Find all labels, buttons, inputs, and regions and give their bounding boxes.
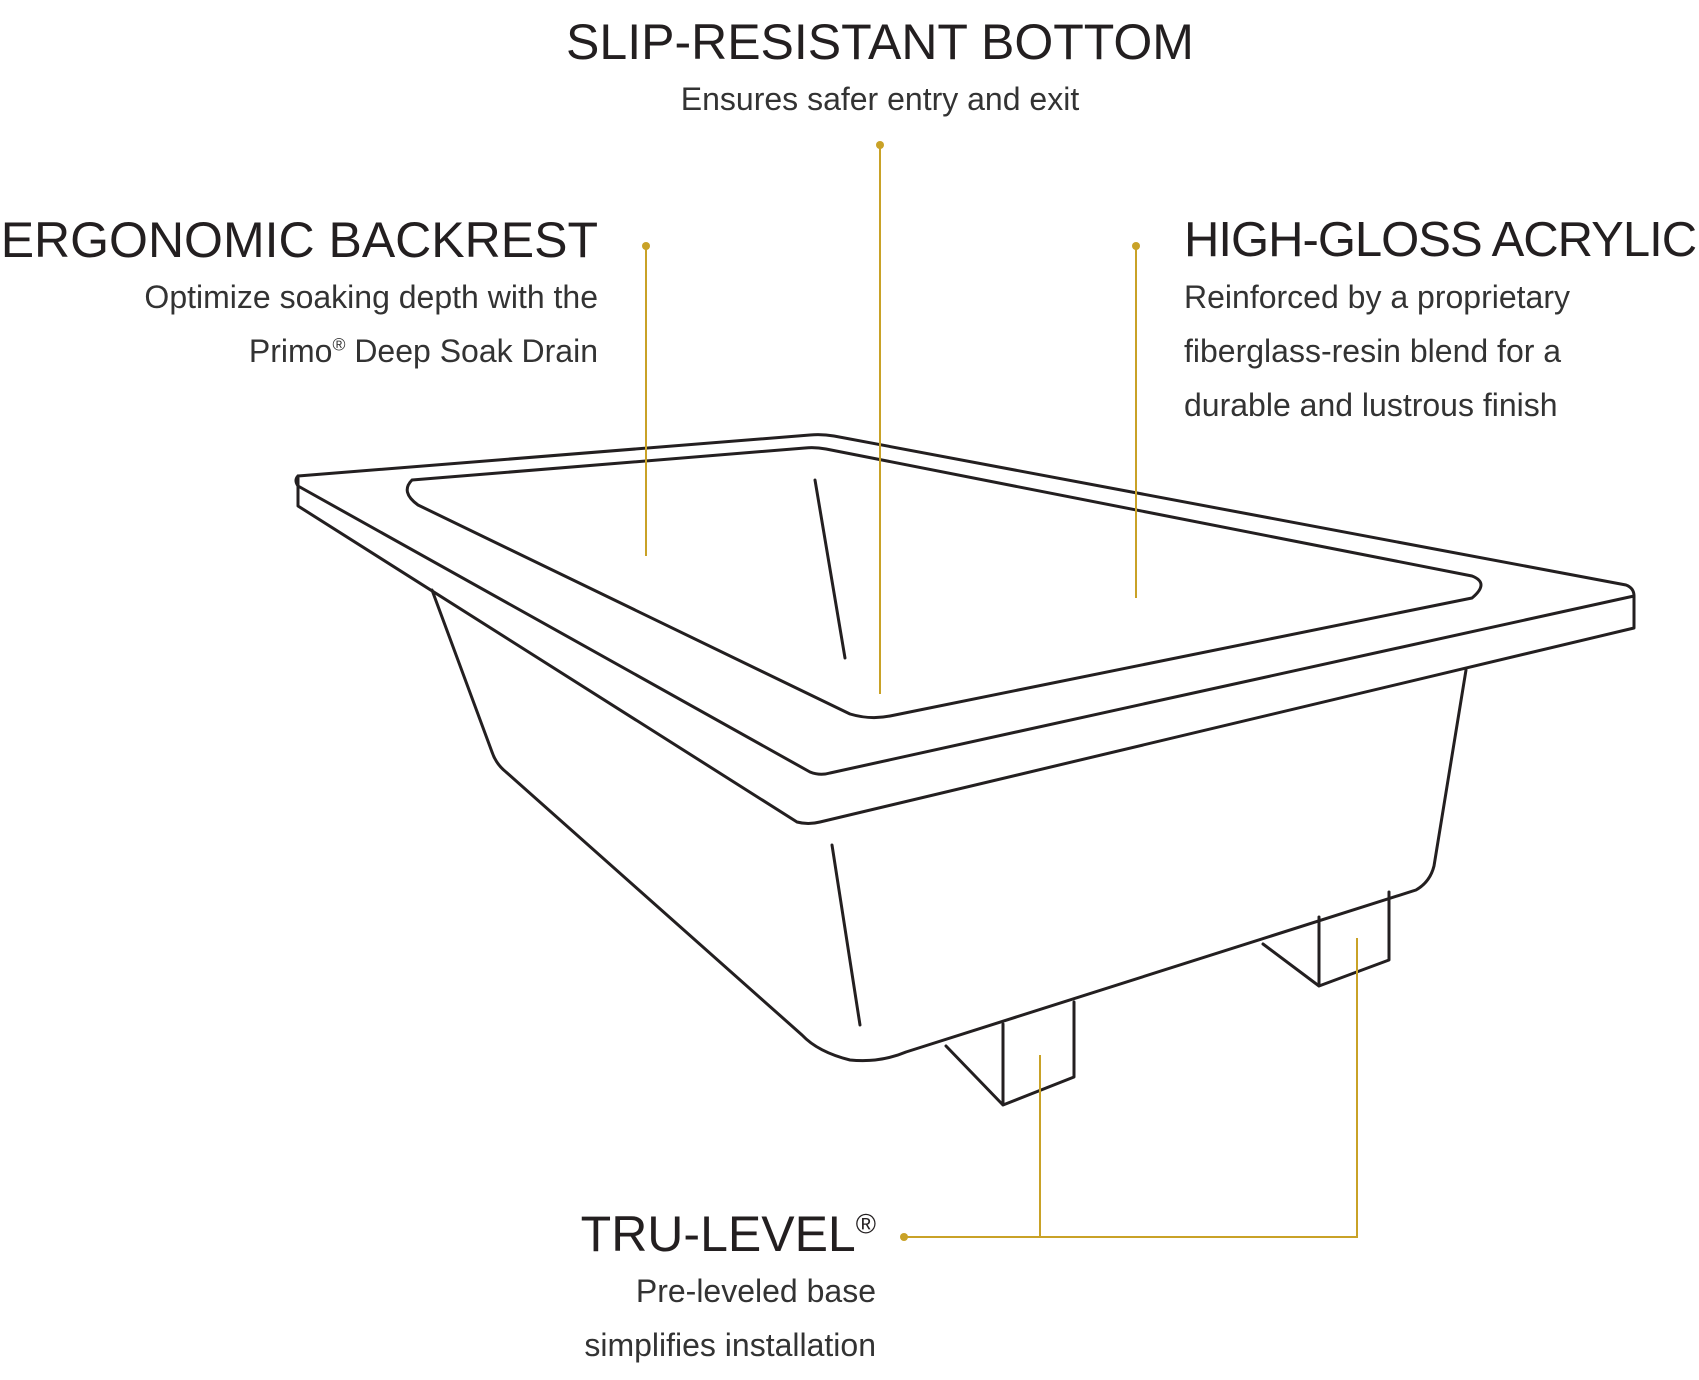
callout-high-gloss-acrylic: HIGH-GLOSS ACRYLIC Reinforced by a propr…: [1184, 210, 1699, 432]
bathtub-outline: [294, 433, 1636, 1107]
tru-level-name: TRU-LEVEL: [580, 1206, 856, 1262]
callout-desc: Primo® Deep Soak Drain: [0, 324, 598, 378]
brand-name: Primo: [248, 333, 333, 369]
callout-title: ERGONOMIC BACKREST: [0, 212, 598, 268]
callout-desc: durable and lustrous finish: [1184, 387, 1558, 423]
leader-level: [904, 938, 1358, 1238]
callout-desc: Optimize soaking depth with the: [144, 279, 598, 315]
callout-desc: Ensures safer entry and exit: [680, 81, 1080, 117]
callout-ergonomic-backrest: ERGONOMIC BACKREST Optimize soaking dept…: [0, 210, 598, 378]
registered-mark: ®: [855, 1208, 876, 1240]
tub-basin-inner: [405, 446, 1483, 720]
leader-lines: [645, 145, 1358, 1238]
tub-body-left: [430, 588, 1468, 1063]
tub-rim-edge: [294, 474, 1636, 776]
tub-foot-right: [1261, 890, 1391, 988]
leader-dot-gloss: [1132, 242, 1140, 250]
callout-desc: fiberglass-resin blend for a: [1184, 333, 1562, 369]
leader-dots: [642, 141, 1140, 1241]
callout-desc: Reinforced by a proprietary: [1184, 279, 1570, 315]
registered-mark: ®: [332, 334, 346, 355]
callout-title: TRU-LEVEL®: [480, 1204, 876, 1264]
tub-rim-top: [296, 433, 1636, 825]
callout-title: SLIP-RESISTANT BOTTOM: [566, 14, 1194, 70]
tub-foot-left: [944, 1000, 1076, 1107]
tub-body-edge: [830, 843, 862, 1027]
callout-tru-level: TRU-LEVEL® Pre-leveled base simplifies i…: [480, 1204, 876, 1372]
tub-basin-corner: [813, 478, 847, 660]
leader-dot-slip: [876, 141, 884, 149]
leader-dot-level: [900, 1233, 908, 1241]
leader-dot-ergo: [642, 242, 650, 250]
callout-slip-resistant: SLIP-RESISTANT BOTTOM Ensures safer entr…: [500, 12, 1260, 126]
callout-title: HIGH-GLOSS ACRYLIC: [1184, 213, 1697, 267]
callout-desc: simplifies installation: [584, 1327, 876, 1363]
drain-name: Deep Soak Drain: [345, 333, 598, 369]
callout-desc: Pre-leveled base: [635, 1273, 876, 1309]
